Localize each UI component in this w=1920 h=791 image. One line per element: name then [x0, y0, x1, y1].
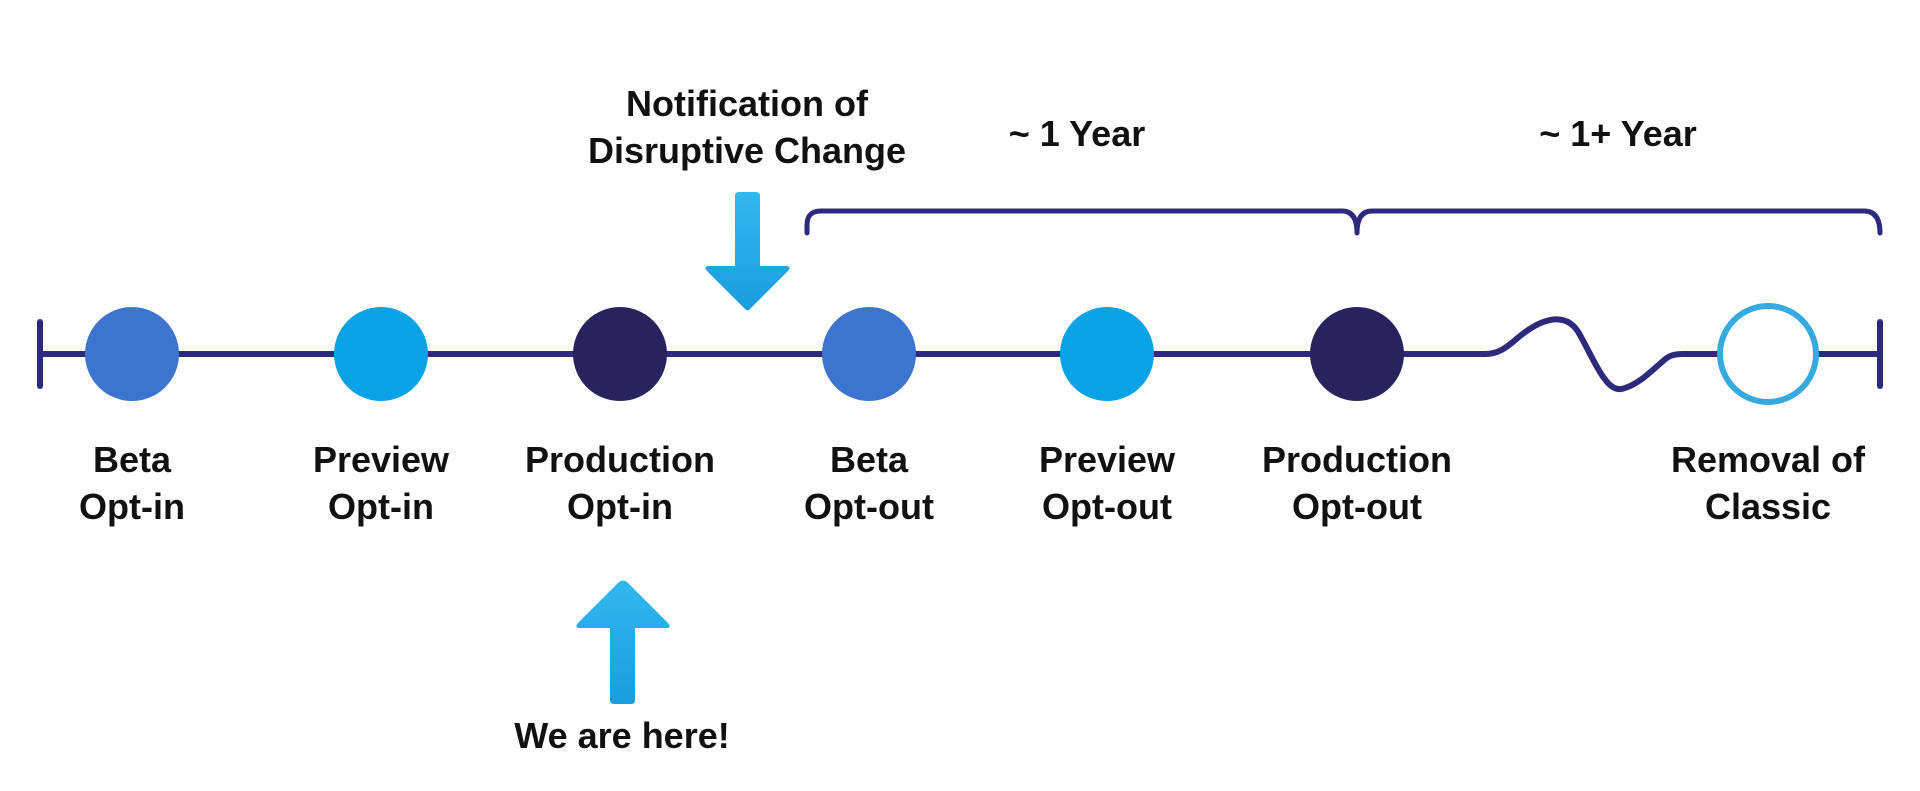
milestone-label-line2: Classic — [1704, 486, 1832, 527]
milestone-label-removal-of-classic: Removal of Classic — [1648, 436, 1888, 530]
milestone-label-production-opt-out: Production Opt-out — [1237, 436, 1477, 530]
milestone-label-line2: Opt-in — [79, 486, 185, 527]
milestone-label-line1: Preview — [1038, 439, 1176, 480]
timeline-axis-line — [37, 316, 1883, 393]
milestone-dot-beta-opt-out — [822, 307, 916, 401]
milestone-dot-production-opt-in — [573, 307, 667, 401]
milestone-label-line2: Opt-in — [567, 486, 673, 527]
milestone-label-preview-opt-in: Preview Opt-in — [281, 436, 481, 530]
milestone-label-line2: Opt-in — [328, 486, 434, 527]
notification-label: Notification of Disruptive Change — [572, 80, 922, 174]
milestone-dot-production-opt-out — [1310, 307, 1404, 401]
notification-arrow-icon — [705, 192, 790, 311]
milestone-dot-removal-of-classic — [1717, 303, 1819, 405]
milestone-label-production-opt-in: Production Opt-in — [500, 436, 740, 530]
current-position-label: We are here! — [514, 715, 730, 756]
milestone-label-line2: Opt-out — [804, 486, 934, 527]
milestone-dot-preview-opt-in — [334, 307, 428, 401]
milestone-label-line1: Production — [525, 439, 715, 480]
milestone-label-line2: Opt-out — [1042, 486, 1172, 527]
milestone-label-line1: Production — [1262, 439, 1452, 480]
we-are-here-arrow-icon — [576, 580, 670, 704]
milestone-label-line1: Beta — [829, 439, 909, 480]
milestone-label-line1: Removal of — [1670, 439, 1866, 480]
phase-label-1-year: ~ 1 Year — [1008, 113, 1146, 154]
milestone-label-line1: Beta — [92, 439, 172, 480]
milestone-dot-beta-opt-in — [85, 307, 179, 401]
milestone-label-line1: Preview — [312, 439, 450, 480]
notification-label-line2: Disruptive Change — [587, 130, 907, 171]
milestone-label-beta-opt-out: Beta Opt-out — [769, 436, 969, 530]
phase-brace — [804, 208, 1883, 236]
milestone-label-beta-opt-in: Beta Opt-in — [32, 436, 232, 530]
notification-label-line1: Notification of — [626, 83, 868, 124]
milestone-label-preview-opt-out: Preview Opt-out — [1007, 436, 1207, 530]
phase-label-1-plus-year: ~ 1+ Year — [1539, 113, 1697, 154]
milestone-label-line2: Opt-out — [1292, 486, 1422, 527]
milestone-dot-preview-opt-out — [1060, 307, 1154, 401]
